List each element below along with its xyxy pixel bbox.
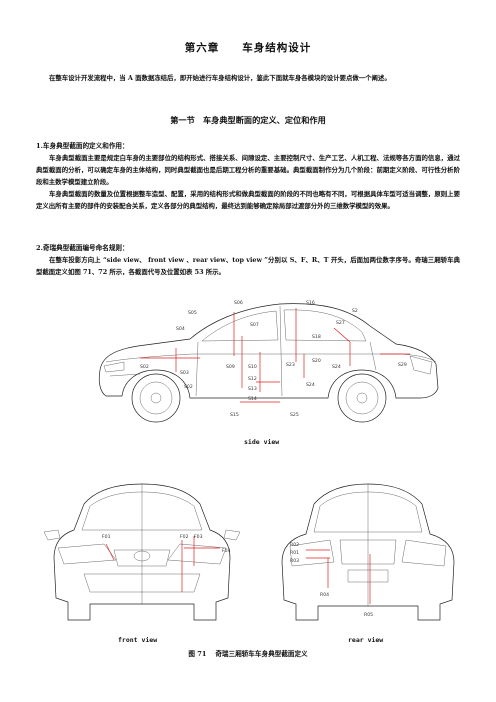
side-view-label: side view: [244, 438, 280, 446]
svg-text:S15: S15: [230, 412, 239, 418]
svg-text:S13: S13: [248, 386, 257, 392]
svg-text:S2: S2: [352, 308, 358, 314]
rear-view-label: rear view: [348, 636, 384, 644]
svg-text:F01: F01: [102, 534, 111, 540]
svg-text:S07: S07: [250, 322, 259, 328]
svg-text:S12: S12: [248, 376, 257, 382]
subsection-1-paragraph-1: 车身典型截面主要是规定白车身的主要部位的结构形式、搭接关系、间隙设定、主要控制尺…: [36, 154, 460, 186]
svg-text:S09: S09: [226, 364, 235, 370]
svg-text:R02: R02: [290, 542, 299, 548]
intro-paragraph: 在整车设计开发流程中，当 A 面数据冻结后，即开始进行车身结构设计，鉴此下面就车…: [49, 74, 391, 82]
subsection-2: 2.奇瑞典型截面编号命名规则： 在整车投影方向上 “side view、 fro…: [36, 242, 460, 278]
svg-text:S16: S16: [306, 300, 315, 306]
svg-text:S03: S03: [180, 370, 189, 376]
svg-text:S02: S02: [184, 384, 193, 390]
svg-text:S23: S23: [286, 362, 295, 368]
svg-text:S06: S06: [234, 300, 243, 306]
chapter-title: 第六章 车身结构设计: [184, 42, 312, 54]
side-view-drawing: S05 S06 S16 S2 S04 S07 S18 S27 S02 S03 S…: [98, 300, 439, 423]
svg-text:S29: S29: [398, 362, 407, 368]
subsection-1-paragraph-2: 车身典型截面的数量及位置根据整车造型、配置，采用的结构形式和做典型截面的阶段的不…: [36, 190, 460, 210]
svg-text:R04: R04: [320, 592, 329, 598]
subsection-1: 1.车身典型截面的定义和作用： 车身典型截面主要是规定白车身的主要部位的结构形式…: [36, 140, 460, 212]
svg-text:S27: S27: [336, 320, 345, 326]
svg-text:F03: F03: [194, 534, 203, 540]
svg-text:R03: R03: [290, 558, 299, 564]
front-view-label: front view: [118, 636, 158, 644]
svg-text:S02: S02: [140, 364, 149, 370]
svg-text:F04: F04: [222, 548, 231, 554]
subsection-2-paragraph-1: 在整车投影方向上 “side view、 front view 、rear vi…: [36, 256, 460, 276]
svg-text:S24: S24: [332, 364, 341, 370]
rear-view-drawing: R02 R01 R03 R04 R05: [281, 483, 455, 621]
svg-text:R05: R05: [364, 612, 373, 618]
svg-text:S18: S18: [312, 334, 321, 340]
figure-caption: 图 71 奇瑞三厢轿车车身典型截面定义: [188, 650, 308, 658]
svg-text:S24: S24: [306, 382, 315, 388]
svg-text:R01: R01: [290, 550, 299, 556]
subsection-2-heading: 2.奇瑞典型截面编号命名规则：: [36, 244, 129, 252]
svg-text:S05: S05: [188, 310, 197, 316]
svg-text:S20: S20: [312, 358, 321, 364]
section-title: 第一节 车身典型断面的定义、定位和作用: [170, 115, 326, 125]
svg-text:S10: S10: [248, 364, 257, 370]
front-view-drawing: F01 F02 F03 F04: [44, 483, 240, 621]
svg-text:S25: S25: [290, 412, 299, 418]
svg-text:S04: S04: [176, 326, 185, 332]
svg-text:S14: S14: [248, 396, 257, 402]
svg-text:F02: F02: [180, 534, 189, 540]
subsection-1-heading: 1.车身典型截面的定义和作用：: [36, 142, 129, 150]
